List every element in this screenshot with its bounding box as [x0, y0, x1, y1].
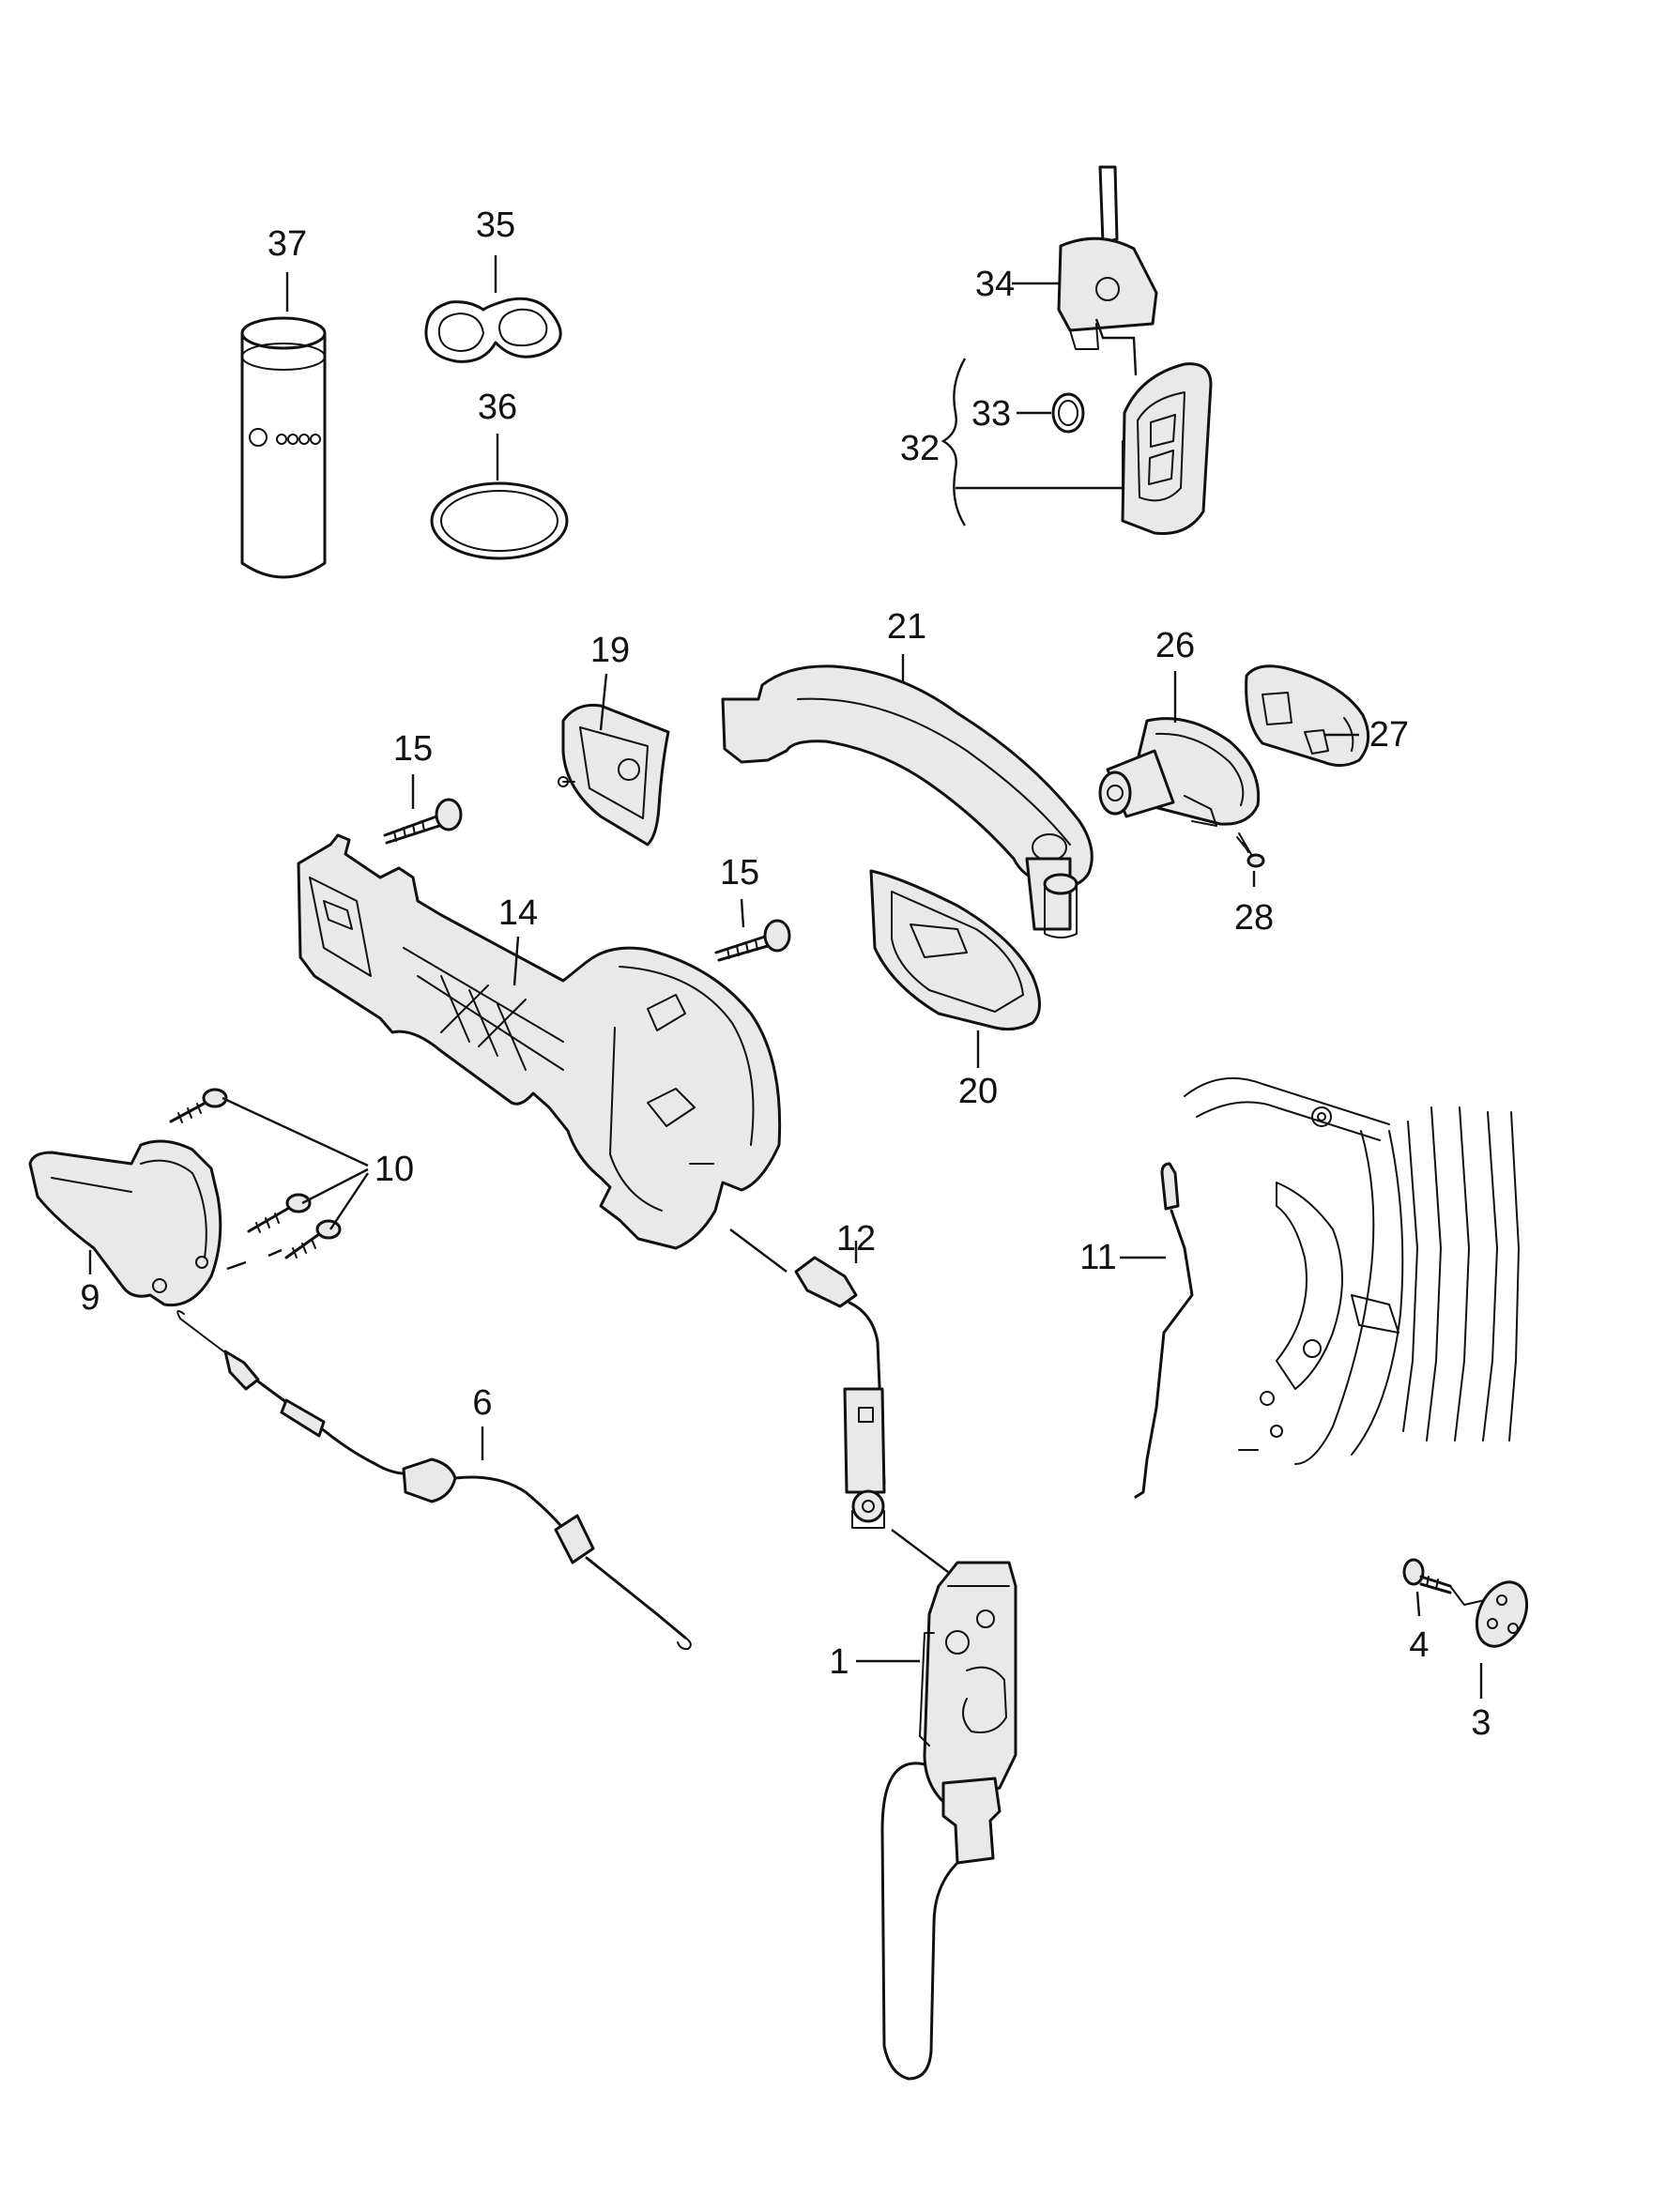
part-15-bolt-lower — [714, 919, 791, 962]
callout-10: 10 — [375, 1150, 414, 1189]
callout-32: 32 — [900, 429, 940, 468]
part-4-screw — [1402, 1558, 1452, 1594]
callout-15-upper: 15 — [393, 729, 433, 769]
part-14-carrier-bracket — [297, 833, 782, 1250]
callout-37: 37 — [268, 224, 307, 264]
callout-9: 9 — [80, 1278, 99, 1318]
callout-19: 19 — [590, 631, 630, 670]
part-9-inner-handle — [28, 1139, 222, 1307]
part-3-striker — [1449, 1580, 1529, 1648]
part-11-rod — [1134, 1162, 1194, 1499]
callout-1: 1 — [829, 1642, 849, 1682]
callout-26: 26 — [1155, 626, 1195, 665]
part-28-screw — [1236, 832, 1265, 868]
callout-35: 35 — [476, 206, 515, 245]
callout-34: 34 — [975, 265, 1015, 304]
bracket-32 — [941, 358, 967, 526]
part-15-bolt-upper — [383, 798, 463, 845]
part-26-lock-cylinder — [1098, 717, 1261, 827]
part-6-cable — [176, 1309, 692, 1651]
callout-3: 3 — [1471, 1703, 1491, 1743]
part-32-remote-key — [1121, 362, 1213, 536]
part-19-gasket — [558, 703, 670, 847]
callout-4: 4 — [1409, 1625, 1429, 1665]
part-10-screw-a — [169, 1088, 228, 1123]
callout-6: 6 — [472, 1383, 492, 1423]
callout-15-lower: 15 — [720, 853, 759, 892]
part-27-cap — [1245, 664, 1370, 767]
callout-11: 11 — [1079, 1238, 1116, 1277]
part-36-o-ring — [430, 481, 569, 560]
part-20-gasket — [869, 869, 1041, 1031]
callout-33: 33 — [971, 394, 1011, 434]
leader-lines — [88, 255, 1483, 1699]
part-37-spray-can — [240, 316, 327, 579]
callout-labels: 37 35 36 34 33 32 19 21 26 27 28 15 15 1… — [80, 206, 1491, 1743]
part-33-battery — [1051, 392, 1085, 434]
part-1-door-lock — [880, 1561, 1017, 2081]
callout-28: 28 — [1234, 898, 1274, 938]
part-12-lever-rod — [794, 1256, 886, 1529]
callout-14: 14 — [498, 893, 538, 933]
part-10-screw-b — [247, 1193, 312, 1233]
part-35-double-seal — [424, 297, 562, 363]
part-21-door-handle — [721, 664, 1093, 938]
door-inner-panel — [1184, 1076, 1520, 1465]
callout-27: 27 — [1369, 715, 1409, 755]
callout-12: 12 — [836, 1219, 876, 1259]
part-34-key-head — [1057, 165, 1158, 350]
callout-36: 36 — [478, 388, 517, 427]
callout-20: 20 — [958, 1072, 998, 1111]
callout-21: 21 — [887, 607, 926, 647]
